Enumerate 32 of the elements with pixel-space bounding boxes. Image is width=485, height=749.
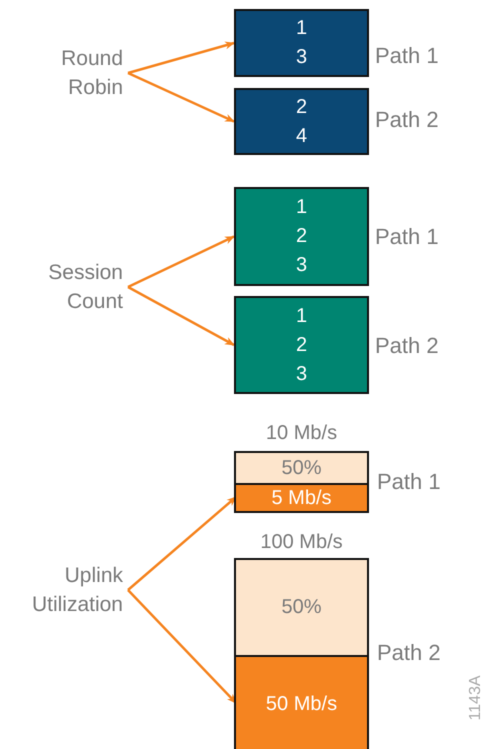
packet-number: 3 (296, 362, 308, 386)
bandwidth-label: 10 Mb/s (264, 421, 338, 445)
packet-number: 2 (296, 94, 308, 120)
packet-number: 2 (296, 332, 308, 358)
packet-number: 3 (296, 45, 308, 70)
arrow (127, 235, 235, 288)
arrow (127, 286, 235, 346)
path-label: Path 1 (375, 224, 439, 250)
packet-number: 4 (296, 124, 308, 148)
utilization-segment: 50 Mb/s (236, 655, 367, 749)
packet-number: 1 (296, 16, 308, 41)
method-label: Session Count (10, 258, 123, 316)
bandwidth-label: 100 Mb/s (259, 530, 344, 554)
packet-number: 1 (296, 304, 308, 328)
method-label: Uplink Utilization (0, 561, 123, 619)
path-label: Path 2 (375, 333, 439, 359)
path-label: Path 1 (375, 43, 439, 69)
utilization-segment: 5 Mb/s (236, 483, 367, 511)
packet-number: 3 (296, 253, 308, 278)
utilization-segment: 50% (236, 453, 367, 483)
arrow (128, 42, 235, 74)
arrow (127, 589, 237, 704)
method-label: Round Robin (10, 44, 123, 102)
figure-number: 1143A (466, 674, 485, 723)
packet-number: 1 (296, 195, 308, 220)
utilization-segment: 50% (236, 560, 367, 655)
path-label: Path 2 (375, 107, 439, 133)
packet-number: 2 (296, 224, 308, 249)
arrow (127, 496, 237, 591)
path-label: Path 2 (377, 640, 441, 666)
path-label: Path 1 (377, 469, 441, 495)
arrow (127, 72, 235, 123)
